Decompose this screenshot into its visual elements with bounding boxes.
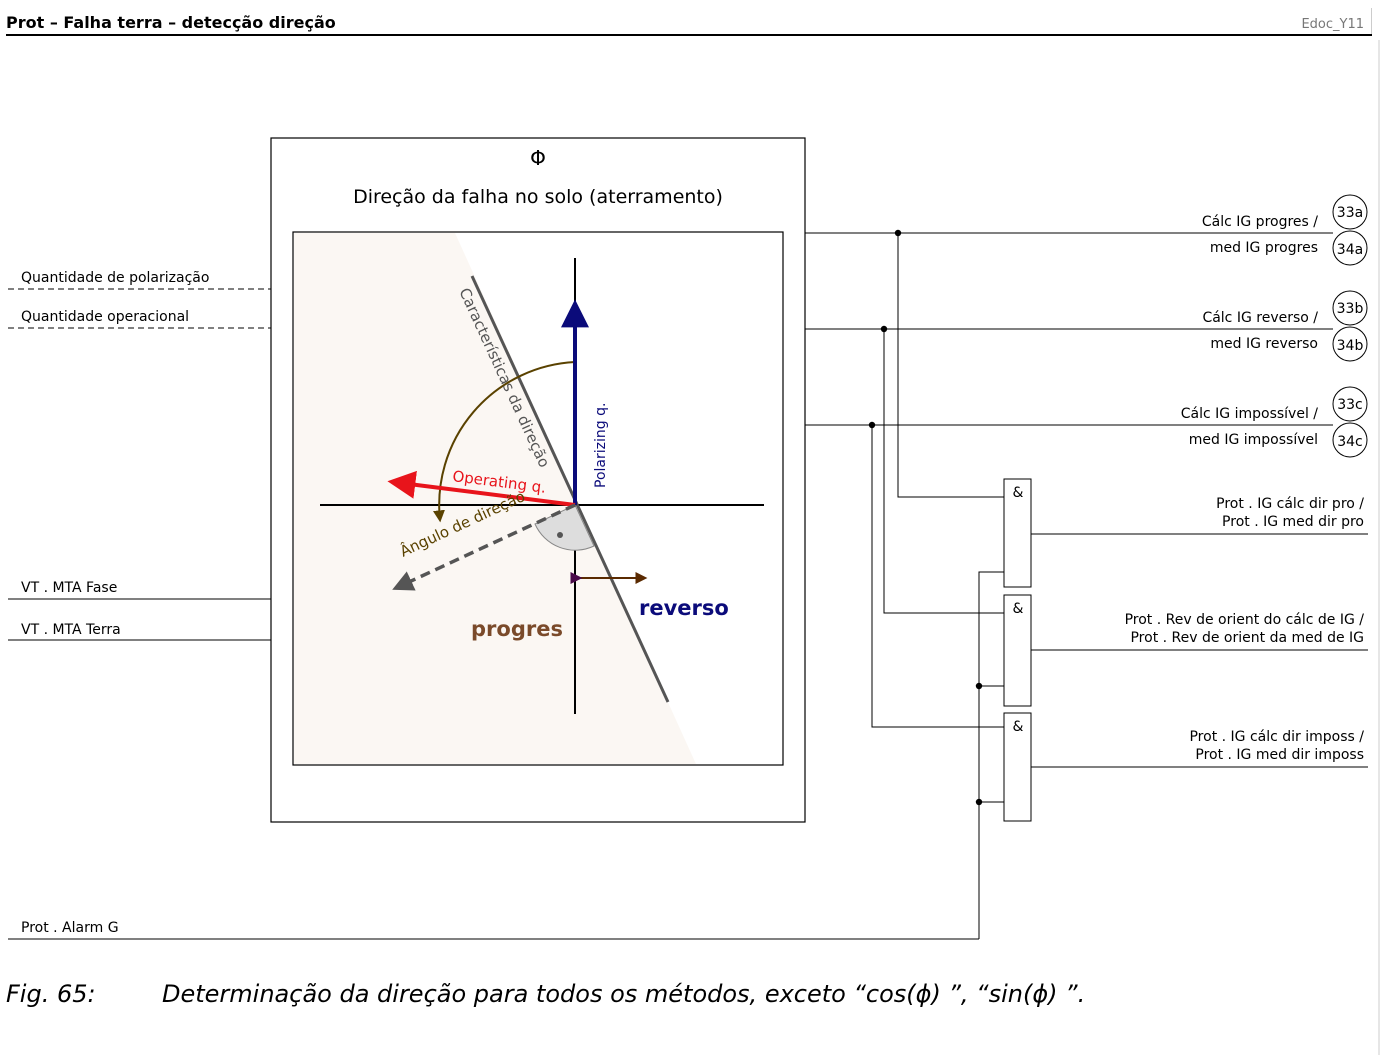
svg-text:33b: 33b (1337, 301, 1364, 317)
svg-text:33a: 33a (1337, 205, 1363, 221)
output-reverse-line1: Prot . Rev de orient do cálc de IG / (1125, 612, 1365, 628)
svg-text:34a: 34a (1337, 242, 1363, 258)
signal-reverse-line2: med IG reverso (1210, 336, 1318, 352)
input-label-polarizing: Quantidade de polarização (21, 270, 209, 286)
output-forward-line1: Prot . IG cálc dir pro / (1216, 496, 1364, 512)
figure-caption-text: Determinação da direção para todos os mé… (162, 980, 1086, 1008)
input-label-alarm: Prot . Alarm G (21, 920, 119, 936)
and-gate-impossible (1003, 712, 1032, 822)
ref-33b[interactable] (1332, 290, 1368, 326)
forward-label: progres (471, 617, 563, 641)
input-label-mta-phase: VT . MTA Fase (21, 580, 117, 596)
characteristic-line (470, 275, 670, 703)
ref-33c[interactable] (1332, 386, 1368, 422)
input-lines (8, 288, 979, 940)
reverse-label: reverso (639, 596, 729, 620)
and-symbol: & (1013, 601, 1024, 617)
and-gate-reverse (1003, 594, 1032, 707)
signal-impossible-line2: med IG impossível (1189, 432, 1318, 448)
ref-34b[interactable] (1332, 326, 1368, 362)
mta-reference-arrow (392, 503, 576, 591)
output-impossible-line2: Prot . IG med dir imposs (1195, 747, 1364, 763)
signal-forward-line1: Cálc IG progres / (1202, 214, 1318, 230)
ref-33a[interactable] (1332, 194, 1368, 230)
ref-34a[interactable] (1332, 230, 1368, 266)
phi-symbol: Φ (530, 146, 546, 170)
svg-text:33c: 33c (1337, 397, 1363, 413)
header-divider (1371, 8, 1372, 36)
output-reverse-line2: Prot . Rev de orient da med de IG (1130, 630, 1364, 646)
direction-graph (292, 231, 784, 766)
and-symbol: & (1013, 719, 1024, 735)
and-gate-forward (1003, 478, 1032, 588)
svg-text:34c: 34c (1337, 434, 1363, 450)
header-rule (6, 34, 1372, 36)
output-impossible-line1: Prot . IG cálc dir imposs / (1189, 729, 1364, 745)
output-forward-line2: Prot . IG med dir pro (1222, 514, 1364, 530)
svg-text:34b: 34b (1337, 338, 1364, 354)
figure-caption: Fig. 65: Determinação da direção para tod… (6, 980, 1085, 1008)
page-title: Prot – Falha terra – detecção direção (6, 13, 336, 32)
signal-impossible-line1: Cálc IG impossível / (1181, 406, 1319, 422)
and-symbol: & (1013, 485, 1024, 501)
operating-arrow (387, 470, 576, 507)
page-header: Prot – Falha terra – detecção direção Ed… (0, 0, 1376, 36)
figure-number: Fig. 65: (6, 980, 96, 1008)
input-label-operating: Quantidade operacional (21, 309, 189, 325)
forward-region (294, 233, 696, 764)
right-angle-marker (534, 504, 595, 551)
document-code: Edoc_Y11 (1301, 17, 1364, 32)
signal-reverse-line1: Cálc IG reverso / (1202, 310, 1318, 326)
signal-forward-line2: med IG progres (1210, 240, 1318, 256)
input-label-mta-ground: VT . MTA Terra (21, 622, 121, 638)
polarizing-label: Polarizing q. (593, 403, 609, 488)
signal-lines (805, 229, 1368, 939)
block-title: Direção da falha no solo (aterramento) (353, 186, 723, 208)
ref-34c[interactable] (1332, 422, 1368, 458)
